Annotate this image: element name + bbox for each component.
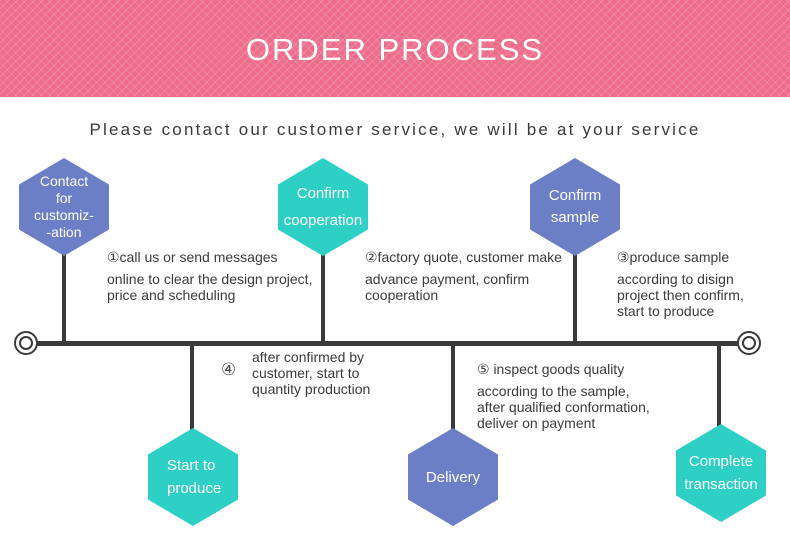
connector-line-start-produce	[190, 344, 194, 434]
step-4-description: after confirmed by customer, start to qu…	[252, 349, 412, 397]
page-title: ORDER PROCESS	[245, 31, 545, 67]
step-text-line: price and scheduling	[107, 287, 236, 303]
hexagon-label-line: customiz-	[34, 207, 94, 223]
subtitle-text: Please contact our customer service, we …	[89, 120, 701, 139]
timeline-terminator-left-icon	[14, 331, 38, 355]
step-text-line: online to clear the design project,	[107, 271, 313, 287]
hexagon-label-line: transaction	[684, 476, 758, 493]
connector-line-cooperation	[321, 240, 325, 343]
hexagon-confirm-sample: Confirm sample	[530, 158, 620, 256]
hexagon-label-line: cooperation	[283, 212, 363, 229]
hexagon-label-line: produce	[167, 480, 222, 497]
step-text-line: ③produce sample	[617, 249, 730, 265]
hexagon-delivery: Delivery	[408, 428, 498, 526]
timeline-terminator-right-inner	[742, 336, 756, 350]
step-4-number: ④	[221, 360, 237, 379]
step-text-line: advance payment, confirm	[365, 271, 530, 287]
step-text-line: ⑤ inspect goods quality	[477, 361, 625, 377]
step-1-description: ①call us or send messages online to clea…	[107, 249, 342, 303]
connector-line-complete	[717, 344, 721, 430]
hexagon-contact-for-customization: Contact for customiz- -ation	[19, 158, 109, 256]
step-text-line: ①call us or send messages	[107, 249, 278, 265]
step-2-description: ②factory quote, customer make advance pa…	[365, 249, 585, 303]
step-text-line: cooperation	[365, 287, 439, 303]
step-text-line: after confirmed by	[252, 349, 365, 365]
step-text-line: according to disign	[617, 271, 734, 287]
connector-line-sample	[573, 240, 577, 343]
hexagon-label-line: for	[55, 190, 73, 206]
hexagon-label-line: Confirm	[548, 187, 602, 204]
step-3-description: ③produce sample according to disign proj…	[617, 249, 782, 319]
hexagon-confirm-cooperation: Confirm cooperation	[278, 158, 368, 256]
step-5-description: ⑤ inspect goods quality according to the…	[477, 361, 687, 431]
connector-line-contact	[62, 240, 66, 343]
header-banner: ORDER PROCESS	[0, 0, 790, 97]
step-text-line: ②factory quote, customer make	[365, 249, 562, 265]
step-text-line: customer, start to	[252, 365, 360, 381]
hexagon-label-line: Confirm	[296, 185, 350, 202]
hexagon-complete-transaction: Complete transaction	[676, 424, 766, 522]
step-text-line: deliver on payment	[477, 415, 596, 431]
step-text-line: start to produce	[617, 303, 715, 319]
hexagon-label-line: -ation	[46, 224, 82, 240]
step-text-line: after qualified conformation,	[477, 399, 650, 415]
step-text-line: quantity production	[252, 381, 371, 397]
step-text-line: project then confirm,	[617, 287, 744, 303]
hexagon-label-line: sample	[550, 209, 600, 226]
hexagon-label-line: Contact	[39, 173, 89, 189]
timeline-terminator-left-inner	[19, 336, 33, 350]
hexagon-start-to-produce: Start to produce	[148, 428, 238, 526]
hexagon-label-line: Delivery	[425, 468, 481, 486]
connector-line-delivery	[451, 344, 455, 434]
step-text-line: according to the sample,	[477, 383, 630, 399]
timeline-bar	[37, 341, 753, 346]
hexagon-label-line: Start to	[167, 457, 216, 474]
hexagon-label-line: Complete	[688, 453, 754, 470]
timeline-terminator-right-icon	[737, 331, 761, 355]
